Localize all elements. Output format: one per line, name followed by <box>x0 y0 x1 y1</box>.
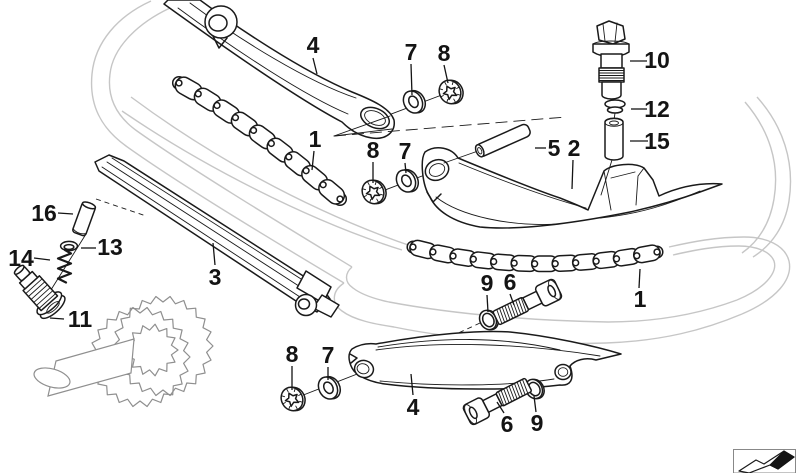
callout-plug-10: 10 <box>644 47 670 73</box>
callout-rail-4-upper: 4 <box>307 32 320 58</box>
washer-7-mid <box>391 164 423 198</box>
direction-arrow-box <box>733 449 796 473</box>
callout-numbers: 4 7 8 10 12 15 5 2 1 8 7 16 13 14 11 3 9… <box>8 32 670 437</box>
tensioner-sleeve-15 <box>604 117 624 161</box>
callout-washer-7-mid: 7 <box>399 138 412 164</box>
callout-washer-8-bottom: 8 <box>286 341 299 367</box>
callout-seal-9-bottom: 9 <box>531 410 544 436</box>
lock-washer-8-mid <box>357 174 391 210</box>
construction-lines <box>333 97 616 196</box>
tensioner-piston-16 <box>72 201 97 237</box>
chain-tensioner-body-11 <box>13 264 66 320</box>
callout-bolt-6-bottom: 6 <box>501 411 514 437</box>
callout-ring-12: 12 <box>644 96 670 122</box>
callout-rail-3: 3 <box>209 264 222 290</box>
callout-chain-1-lower: 1 <box>634 286 647 312</box>
callout-washer-8-mid: 8 <box>367 137 380 163</box>
timing-chain-1-lower <box>406 239 664 273</box>
slide-rail-3 <box>94 154 340 318</box>
tensioner-rail-2 <box>421 146 723 229</box>
callout-washer-8-top: 8 <box>438 40 451 66</box>
callout-spring-14: 14 <box>8 245 34 271</box>
washer-7-top <box>398 85 430 119</box>
tensioner-screw-plug-10 <box>592 20 630 100</box>
callout-pin-5: 5 <box>548 135 561 161</box>
callout-oring-13: 13 <box>97 234 123 260</box>
sealing-ring-12 <box>604 99 626 114</box>
o-ring-13 <box>59 240 79 252</box>
callout-seal-9-mid: 9 <box>481 270 494 296</box>
tensioner-rail-4-upper <box>163 0 395 140</box>
callout-piston-16: 16 <box>31 200 57 226</box>
callout-bolt-6-mid: 6 <box>504 269 517 295</box>
pivot-pin-5 <box>474 123 531 158</box>
callout-washer-7-bottom: 7 <box>322 342 335 368</box>
callout-tensioner-11: 11 <box>68 306 93 332</box>
camshaft-sprocket <box>33 295 214 408</box>
callout-leaders <box>33 57 648 414</box>
callout-washer-7-top: 7 <box>405 39 418 65</box>
lock-washer-8-bottom <box>276 381 310 417</box>
callout-chain-1-upper: 1 <box>309 126 322 152</box>
callout-rail-2: 2 <box>568 135 581 161</box>
timing-chain-1-upper <box>171 75 348 207</box>
tensioner-spring-14 <box>56 248 73 284</box>
washer-7-bottom <box>313 371 345 405</box>
callout-rail-4-lower: 4 <box>407 394 420 420</box>
callout-sleeve-15: 15 <box>644 128 670 154</box>
tensioner-rail-4-lower <box>348 330 622 390</box>
lock-washer-8-top <box>434 74 468 110</box>
